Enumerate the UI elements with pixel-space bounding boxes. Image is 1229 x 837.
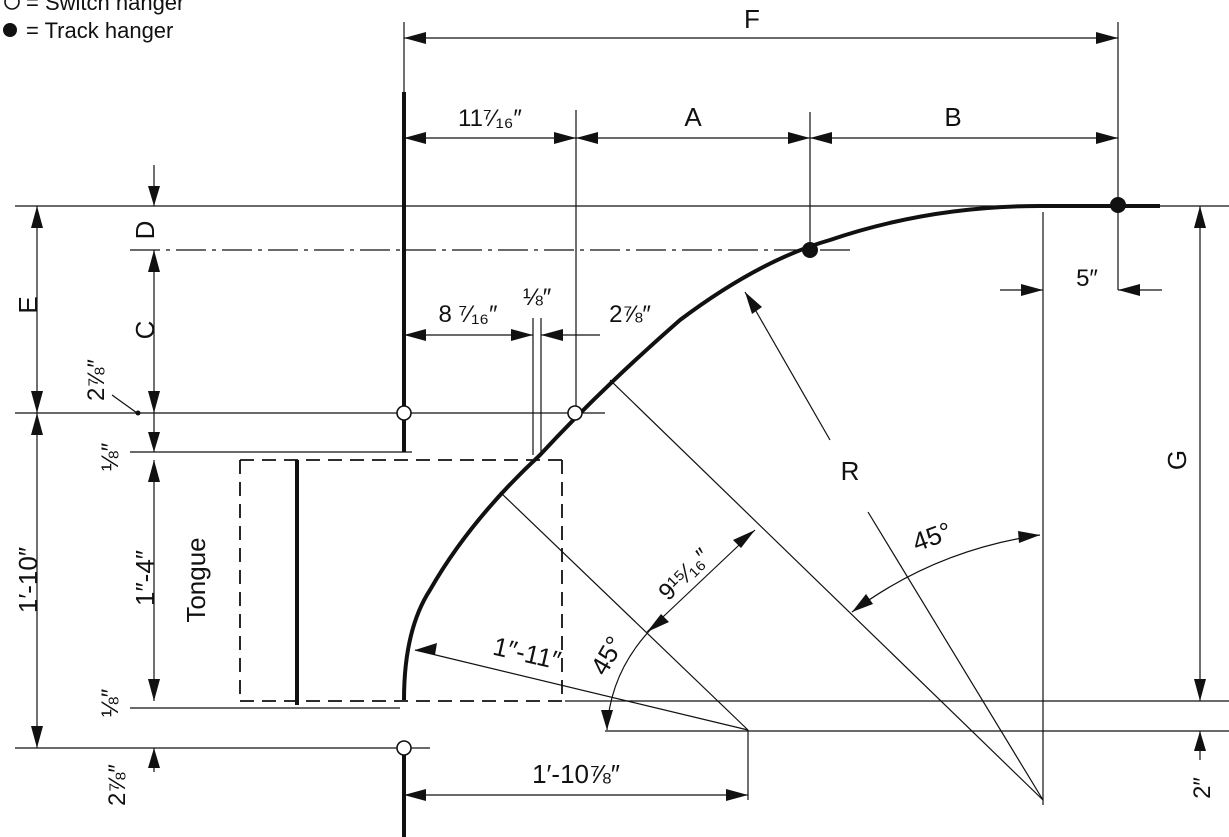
legend-switch-hanger-text: = Switch hanger (26, 0, 184, 15)
switch-hanger-1 (396, 405, 412, 421)
radial-lines (414, 291, 1044, 801)
label-1-11: 1″-11″ (490, 631, 564, 676)
switch-curve (402, 204, 1041, 701)
label-2-7-8-leader: 2⅞″ (83, 359, 110, 401)
label-r: R (841, 456, 860, 486)
switch-hanger-3 (396, 740, 412, 756)
label-b: B (944, 102, 961, 132)
track-hanger-1 (802, 242, 818, 258)
text-labels: F 11⁷⁄₁₆″ A B D C E 2⅞″ 8 ⁷⁄₁₆″ ⅛″ 2⅞″ 5… (13, 4, 1216, 806)
label-f: F (744, 4, 760, 34)
track-hanger-symbol (3, 23, 17, 37)
legend: = Switch hanger = Track hanger (3, 0, 184, 43)
label-1-8-top: ⅛″ (523, 284, 552, 311)
label-11-7-16: 11⁷⁄₁₆″ (458, 105, 522, 132)
label-8-7-16: 8 ⁷⁄₁₆″ (439, 301, 498, 328)
label-a: A (684, 102, 702, 132)
dimension-lines (31, 32, 1206, 801)
label-2-7-8-top: 2⅞″ (609, 301, 651, 328)
label-2: 2″ (1189, 777, 1216, 799)
switch-hanger-2 (567, 405, 583, 421)
label-5: 5″ (1076, 265, 1098, 292)
switch-hanger-symbol (4, 0, 20, 10)
label-e: E (13, 296, 43, 313)
label-g: G (1162, 450, 1192, 470)
label-tongue: Tongue (181, 537, 211, 622)
label-2-7-8-bottom: 2⅞″ (104, 764, 131, 806)
legend-track-hanger-text: = Track hanger (26, 18, 173, 43)
label-45-left: 45° (584, 631, 630, 680)
label-45-right: 45° (908, 516, 955, 558)
label-1-8-left-top: ⅛″ (97, 442, 124, 471)
tongue-box (239, 459, 563, 705)
hangers (396, 197, 1126, 756)
structure-lines (15, 22, 1229, 837)
label-d: D (130, 221, 160, 240)
label-1-10-7-8: 1′-10⅞″ (532, 759, 620, 789)
track-hanger-2 (1110, 197, 1126, 213)
label-1-10: 1′-10″ (13, 547, 43, 613)
label-1-8-left-bottom: ⅛″ (97, 688, 124, 717)
label-c: C (130, 321, 160, 340)
label-1-4: 1″-4″ (130, 550, 160, 606)
